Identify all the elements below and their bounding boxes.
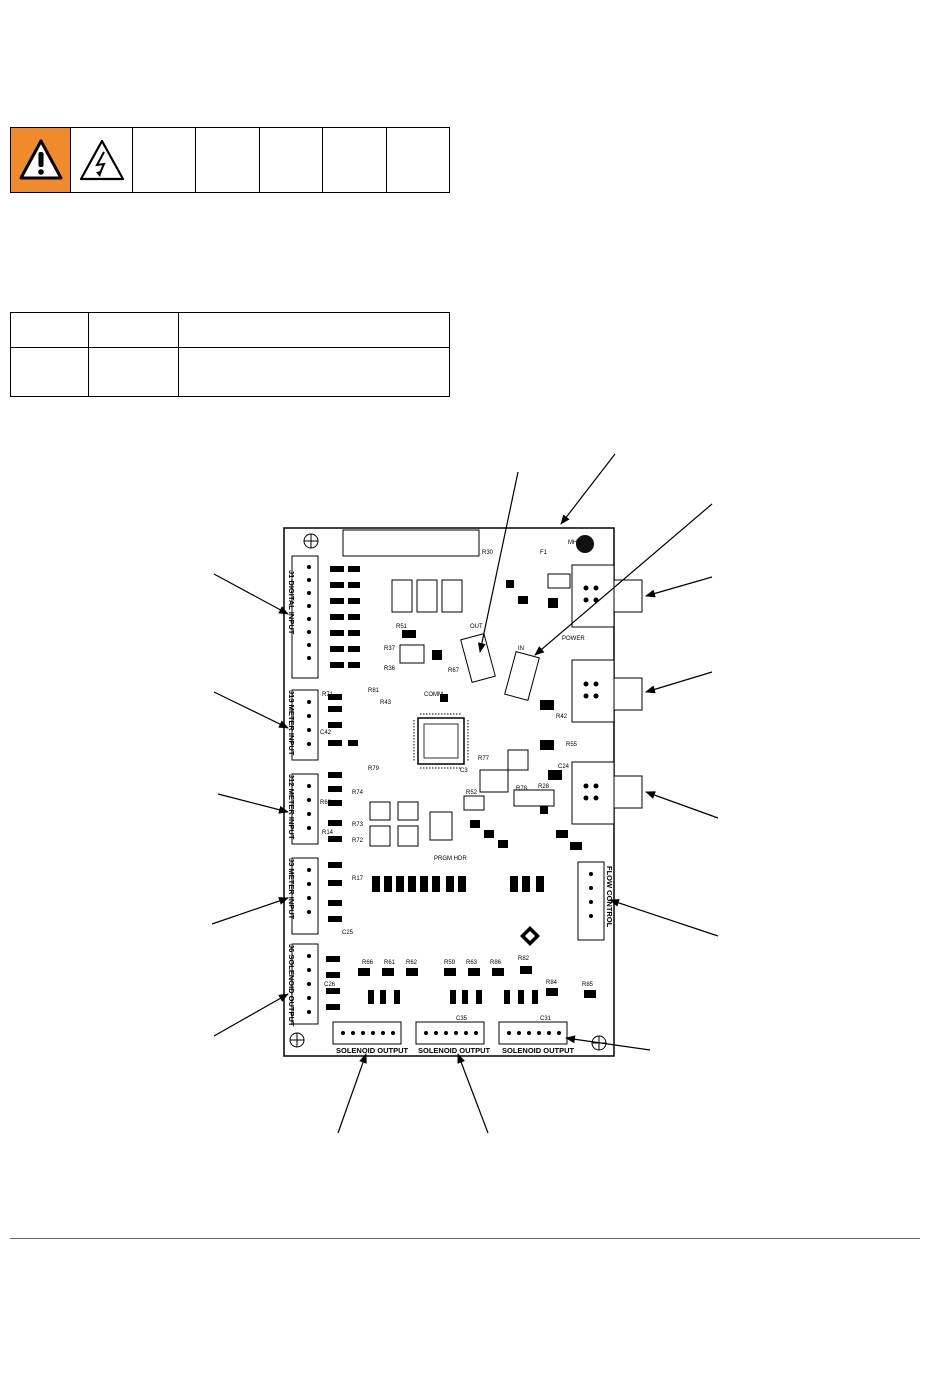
c42-label: R67: [448, 668, 460, 674]
smd-components: [326, 566, 582, 1010]
c38-label: C25: [342, 930, 354, 936]
microcontroller-chip: [413, 713, 469, 769]
connector-solenoid-1: SOLENOID OUTPUT: [332, 1021, 409, 1055]
c31-label: C35: [456, 1016, 468, 1022]
footer-rule: [10, 1238, 920, 1239]
r14-label: R14: [322, 830, 334, 836]
blank-cell: [323, 128, 387, 192]
shock-cell: [71, 128, 133, 192]
ic-packages: [369, 749, 555, 847]
r51-label: R51: [396, 624, 408, 630]
r30-label: R30: [482, 550, 494, 556]
r37-label: R37: [384, 646, 396, 652]
warning-cell: [11, 128, 71, 192]
r72-label: R72: [352, 838, 364, 844]
u4-label: C3: [460, 768, 468, 774]
r85-label: R85: [582, 982, 594, 988]
table-row-divider: [11, 347, 449, 348]
connector-j3: J3 METER INPUT: [287, 857, 319, 935]
table-col-divider: [88, 313, 89, 396]
power-terminals: [571, 564, 643, 825]
r66-label: R66: [362, 960, 374, 966]
r84-label: R84: [546, 980, 558, 986]
f1-label: F1: [540, 550, 548, 556]
warning-strip: [10, 127, 450, 193]
blank-cell: [196, 128, 260, 192]
solenoid-output-1-label: SOLENOID OUTPUT: [336, 1046, 409, 1055]
r62-label: R62: [406, 960, 418, 966]
r79-label: R79: [368, 766, 380, 772]
top-components: [391, 573, 571, 664]
c25-label: R71: [322, 692, 334, 698]
prgm-hdr-label: PRGM HDR: [434, 856, 467, 862]
c26-label: C42: [320, 730, 332, 736]
connector-j1: J1 DIGITAL INPUT: [287, 555, 319, 679]
j1-label: J1 DIGITAL INPUT: [287, 570, 296, 635]
bottom-components: [358, 966, 596, 1004]
r61-label: R61: [384, 960, 396, 966]
r42-label: R42: [556, 714, 568, 720]
r36-label: R36: [384, 666, 396, 672]
r59-label: R59: [444, 960, 456, 966]
r82-label: R82: [518, 956, 530, 962]
blank-cell: [260, 128, 324, 192]
r63-label: R63: [466, 960, 478, 966]
blank-table: [10, 312, 450, 397]
connector-flow-control: FLOW CONTROL: [577, 861, 614, 941]
c28-label: C31: [540, 1016, 552, 1022]
r17-label: R17: [352, 876, 364, 882]
mounting-holes: [289, 533, 607, 1051]
mh1-hole: [576, 535, 594, 553]
table-col-divider: [178, 313, 179, 396]
comm-label: COMM: [424, 692, 443, 698]
out-label: OUT: [470, 624, 483, 630]
r78-label: R78: [516, 786, 528, 792]
graco-logo: [520, 926, 540, 946]
c37-label: C26: [324, 982, 336, 988]
resistor-row: [372, 876, 544, 892]
flow-control-label: FLOW CONTROL: [605, 866, 614, 928]
j3-label: J3 METER INPUT: [287, 858, 296, 920]
solenoid-output-2-label: SOLENOID OUTPUT: [418, 1046, 491, 1055]
r55-label: R55: [566, 742, 578, 748]
regulators: [460, 633, 540, 701]
blank-cell: [133, 128, 197, 192]
j6-label: J6 SOLENOID OUTPUT: [287, 944, 296, 1027]
mh1-label: MH1: [568, 540, 581, 546]
connector-j12: J12 METER INPUT: [287, 773, 319, 845]
connector-solenoid-2: SOLENOID OUTPUT: [415, 1021, 491, 1055]
connector-j6: J6 SOLENOID OUTPUT: [287, 943, 319, 1027]
r52-label: R52: [466, 790, 478, 796]
r81-label: R81: [368, 688, 380, 694]
warning-triangle-icon: [19, 139, 62, 180]
r28-label: R28: [538, 784, 550, 790]
r73-label: R73: [352, 822, 364, 828]
r77-label: R77: [478, 756, 490, 762]
callout-arrows: [211, 453, 719, 1134]
connector-j13: J13 METER INPUT: [287, 689, 319, 761]
terminal-pins: [583, 585, 599, 801]
power-label: POWER: [562, 636, 585, 642]
electric-shock-icon: [79, 139, 124, 181]
r74-label: R74: [352, 790, 364, 796]
r86-label: R86: [490, 960, 502, 966]
j12-label: J12 METER INPUT: [287, 774, 296, 840]
solenoid-output-3-label: SOLENOID OUTPUT: [502, 1046, 575, 1055]
in-label: IN: [518, 646, 524, 652]
label-block: [342, 529, 480, 557]
r43-label: R43: [380, 700, 392, 706]
j13-label: J13 METER INPUT: [287, 690, 296, 756]
c24-label: R68: [320, 800, 332, 806]
connector-solenoid-3: SOLENOID OUTPUT: [498, 1021, 575, 1055]
c23-label: C24: [558, 764, 570, 770]
